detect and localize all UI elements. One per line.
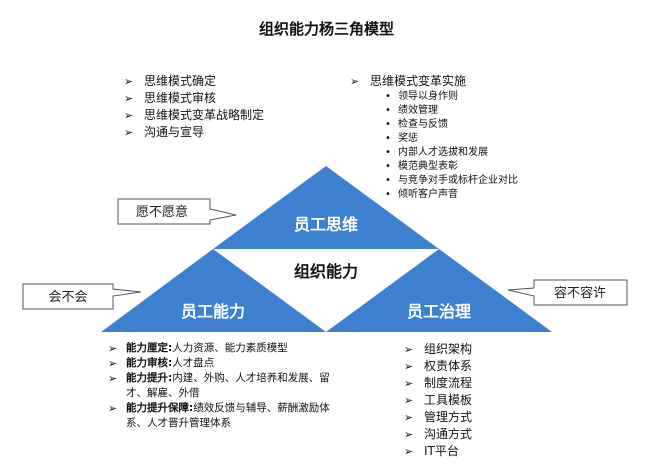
arrow-bullet-icon: ➢ [108,372,118,385]
arrow-bullet-icon: ➢ [404,360,414,373]
callout-allowed-text: 容不容许 [554,285,606,301]
dot-bullet-icon: • [385,189,391,200]
list-item: ➢思维模式确定 [124,74,217,88]
arrow-bullet-icon: ➢ [404,377,414,390]
dot-bullet-icon: • [385,91,391,102]
right-triangle-label: 员工治理 [407,302,471,321]
arrow-bullet-icon: ➢ [124,75,134,88]
callout-willing-text: 愿不愿意 [136,204,188,220]
list-item: ➢能力提升:内建、外购、人才培养和发展、留才、解雇、外借 [108,372,330,399]
dot-bullet-icon: • [385,105,391,116]
arrow-bullet-icon: ➢ [124,92,134,105]
sub-list-item: •与竞争对手或标杆企业对比 [385,175,518,186]
sub-list-item: •奖惩 [385,133,418,144]
dot-bullet-icon: • [385,175,391,186]
dot-bullet-icon: • [385,133,391,144]
arrow-bullet-icon: ➢ [404,428,414,441]
arrow-bullet-icon: ➢ [124,109,134,122]
list-item: ➢工具模板 [404,393,473,407]
list-item: ➢沟通方式 [404,427,473,441]
left-triangle-label: 员工能力 [181,302,245,321]
list-item: ➢能力审核:人才盘点 [108,357,215,370]
sub-list-item: •倾听客户声音 [385,189,458,200]
arrow-bullet-icon: ➢ [404,411,414,424]
sub-list: •领导以身作则 •绩效管理 •检查与反馈 •奖惩 •内部人才选拔和发展 •模范典… [370,90,518,202]
top-triangle-label: 员工思维 [294,215,358,234]
list-item: ➢IT平台 [404,444,459,458]
arrow-bullet-icon: ➢ [350,75,360,88]
arrow-bullet-icon: ➢ [124,126,134,139]
sub-list-item: •模范典型表彰 [385,161,458,172]
arrow-bullet-icon: ➢ [404,445,414,458]
list-item: ➢制度流程 [404,376,473,390]
arrow-bullet-icon: ➢ [404,394,414,407]
dot-bullet-icon: • [385,161,391,172]
list-item: ➢思维模式审核 [124,91,217,105]
list-item: ➢组织架构 [404,342,473,356]
sub-list-item: •领导以身作则 [385,91,458,102]
list-item: ➢权责体系 [404,359,473,373]
list-item: ➢能力提升保障:绩效反馈与辅导、薪酬激励体系、人才晋升管理体系 [108,402,330,429]
triangle-employee-governance [326,249,552,332]
sub-list-item: •绩效管理 [385,105,438,116]
callout-willing [117,198,237,225]
arrow-bullet-icon: ➢ [404,343,414,356]
arrow-bullet-icon: ➢ [108,402,118,415]
list-item: ➢沟通与宣导 [124,125,205,139]
capability-list: ➢能力厘定:人力资源、能力素质模型 ➢能力审核:人才盘点 ➢能力提升:内建、外购… [106,341,331,431]
list-item: ➢管理方式 [404,410,473,424]
governance-list: ➢组织架构 ➢权责体系 ➢制度流程 ➢工具模板 ➢管理方式 ➢沟通方式 ➢IT平… [402,341,472,460]
triangle-employee-capability [101,249,326,332]
list-item: ➢思维模式变革实施 •领导以身作则 •绩效管理 •检查与反馈 •奖惩 •内部人才… [350,74,518,202]
mindset-definition-list: ➢思维模式确定 ➢思维模式审核 ➢思维模式变革战略制定 ➢沟通与宣导 [122,73,264,141]
triangle-employee-mindset [213,166,439,249]
center-label: 组织能力 [294,262,358,281]
sub-list-item: •检查与反馈 [385,119,448,130]
mindset-implementation-list: ➢思维模式变革实施 •领导以身作则 •绩效管理 •检查与反馈 •奖惩 •内部人才… [348,73,518,202]
arrow-bullet-icon: ➢ [108,357,118,370]
page-title: 组织能力杨三角模型 [258,20,394,38]
callout-able-text: 会不会 [48,290,87,305]
dot-bullet-icon: • [385,119,391,130]
callout-allowed [507,279,628,306]
dot-bullet-icon: • [385,147,391,158]
arrow-bullet-icon: ➢ [108,342,118,355]
list-item: ➢能力厘定:人力资源、能力素质模型 [108,342,288,355]
list-item: ➢思维模式变革战略制定 [124,108,265,122]
callout-able [22,283,142,310]
sub-list-item: •内部人才选拔和发展 [385,147,488,158]
